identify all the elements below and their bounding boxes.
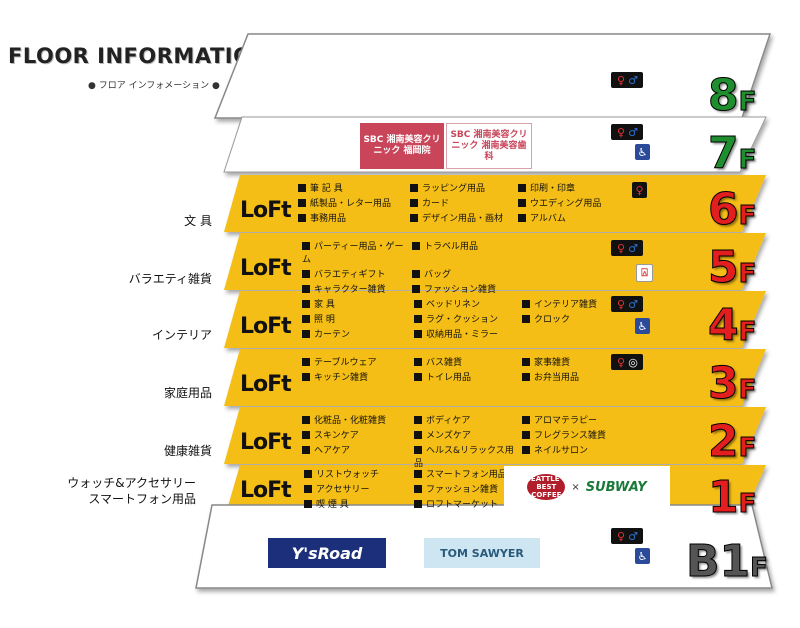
list-item: ヘルス&リラックス用品 xyxy=(414,443,522,469)
floor-2-department: 健康雑貨 xyxy=(163,444,212,458)
shop-sbc-fukuoka[interactable]: SBC 湘南美容クリニック 福岡院 xyxy=(360,123,444,169)
floor-3-items: テーブルウェア バス雑貨 家事雑貨 キッチン雑貨 トイレ用品 お弁当用品 xyxy=(302,355,634,383)
floor-4-number: 4F xyxy=(708,300,757,351)
list-item: カーテン xyxy=(302,327,414,340)
page-title: FLOOR INFORMATION xyxy=(8,44,270,68)
list-item: スマートフォン用品 xyxy=(414,467,524,480)
list-item: 紙製品・レター用品 xyxy=(298,196,410,209)
floor-5-items: パーティー用品・ゲーム トラベル用品 バラエティギフト バッグ キャラクター雑貨… xyxy=(302,239,522,295)
list-item: 印刷・印章 xyxy=(518,181,630,194)
list-item: バス雑貨 xyxy=(414,355,522,368)
restroom-icon: ♀♂ xyxy=(611,296,643,312)
restroom-icon: ♀♂ xyxy=(611,528,643,544)
shop-seattles-subway[interactable]: SEATTLE'S BEST COFFEE × SUBWAY xyxy=(504,466,670,508)
nursing-icon: ⍓ xyxy=(636,264,653,282)
list-item: 照 明 xyxy=(302,312,414,325)
list-item: パーティー用品・ゲーム xyxy=(302,239,412,265)
list-item: 収納用品・ミラー xyxy=(414,327,522,340)
floor-3-loft-logo: LoFt xyxy=(240,372,292,397)
list-item: ファッション雑貨 xyxy=(412,282,522,295)
list-item: 家 具 xyxy=(302,297,414,310)
list-item: ロフトマーケット xyxy=(414,497,524,510)
list-item: バッグ xyxy=(412,267,522,280)
floor-2-loft-logo: LoFt xyxy=(240,430,292,455)
list-item: テーブルウェア xyxy=(302,355,414,368)
shop-seattles-best: SEATTLE'S BEST COFFEE xyxy=(525,474,567,500)
list-item: ボディケア xyxy=(414,413,522,426)
list-item: キャラクター雑貨 xyxy=(302,282,412,295)
floor-7-number: 7F xyxy=(708,128,757,179)
list-item: バラエティギフト xyxy=(302,267,412,280)
floor-5-number: 5F xyxy=(708,242,757,293)
list-item: 事務用品 xyxy=(298,211,410,224)
restroom-icon: ♀♂ xyxy=(611,124,643,140)
list-item: カード xyxy=(410,196,518,209)
floor-1-number: 1F xyxy=(708,472,757,523)
list-item: 喫 煙 具 xyxy=(304,497,414,510)
list-item: ラグ・クッション xyxy=(414,312,522,325)
shop-tom-sawyer[interactable]: TOM SAWYER xyxy=(424,538,540,568)
shop-separator: × xyxy=(571,481,580,493)
list-item: フレグランス雑貨 xyxy=(522,428,634,441)
floor-1-department-2: スマートフォン用品 xyxy=(88,492,196,506)
list-item: リストウォッチ xyxy=(304,467,414,480)
list-item: トラベル用品 xyxy=(412,239,522,265)
floor-2-items: 化粧品・化粧雑貨 ボディケア アロマテラピー スキンケア メンズケア フレグラン… xyxy=(302,413,634,469)
floor-4-loft-logo: LoFt xyxy=(240,314,292,339)
restroom-icon: ♀◎ xyxy=(611,354,643,370)
floor-8-band xyxy=(213,33,772,119)
list-item: デザイン用品・画材 xyxy=(410,211,518,224)
wheelchair-icon: ♿ xyxy=(635,318,650,334)
floor-5-department: バラエティ雑貨 xyxy=(128,272,212,286)
floor-6-loft-logo: LoFt xyxy=(240,198,292,223)
list-item: キッチン雑貨 xyxy=(302,370,414,383)
floor-1-items: リストウォッチ スマートフォン用品 アクセサリー ファッション雑貨 喫 煙 具 … xyxy=(304,467,524,510)
floor-3-number: 3F xyxy=(708,358,757,409)
shop-sbc-dental[interactable]: SBC 湘南美容クリニック 湘南美容歯科 xyxy=(446,123,532,169)
list-item: お弁当用品 xyxy=(522,370,634,383)
floor-6-department: 文 具 xyxy=(184,214,212,228)
list-item: アクセサリー xyxy=(304,482,414,495)
list-item: ベッドリネン xyxy=(414,297,522,310)
floor-4-items: 家 具 ベッドリネン インテリア雑貨 照 明 ラグ・クッション クロック カーテ… xyxy=(302,297,634,340)
shop-ysroad[interactable]: Y'sRoad xyxy=(268,538,386,568)
list-item: トイレ用品 xyxy=(414,370,522,383)
floor-5-loft-logo: LoFt xyxy=(240,256,292,281)
list-item: 筆 記 具 xyxy=(298,181,410,194)
floor-1-loft-logo: LoFt xyxy=(240,478,292,503)
list-item: スキンケア xyxy=(302,428,414,441)
floor-3-department: 家庭用品 xyxy=(163,386,212,400)
restroom-icon: ♀♂ xyxy=(611,72,643,88)
list-item: 化粧品・化粧雑貨 xyxy=(302,413,414,426)
list-item: ネイルサロン xyxy=(522,443,634,469)
floor-6-number: 6F xyxy=(708,184,757,235)
floor-b1-number: B1F xyxy=(685,536,768,587)
floor-4-department: インテリア xyxy=(151,328,212,342)
womens-restroom-icon: ♀ xyxy=(632,182,647,198)
list-item: 家事雑貨 xyxy=(522,355,634,368)
list-item: メンズケア xyxy=(414,428,522,441)
list-item: ウエディング用品 xyxy=(518,196,630,209)
shop-subway: SUBWAY xyxy=(585,479,647,495)
wheelchair-icon: ♿ xyxy=(635,548,650,564)
floor-1-department: ウォッチ&アクセサリー xyxy=(67,476,196,490)
floor-2-number: 2F xyxy=(708,416,757,467)
restroom-icon: ♀♂ xyxy=(611,240,643,256)
floor-8-number: 8F xyxy=(708,70,757,121)
list-item: ヘアケア xyxy=(302,443,414,469)
floor-6-items: 筆 記 具 ラッピング用品 印刷・印章 紙製品・レター用品 カード ウエディング… xyxy=(298,181,630,224)
list-item: クロック xyxy=(522,312,634,325)
wheelchair-icon: ♿ xyxy=(635,144,650,160)
list-item: ファッション雑貨 xyxy=(414,482,524,495)
list-item: アロマテラピー xyxy=(522,413,634,426)
list-item: ラッピング用品 xyxy=(410,181,518,194)
list-item: インテリア雑貨 xyxy=(522,297,634,310)
list-item: アルバム xyxy=(518,211,630,224)
page-subtitle: ● フロア インフォメーション ● xyxy=(88,81,220,91)
